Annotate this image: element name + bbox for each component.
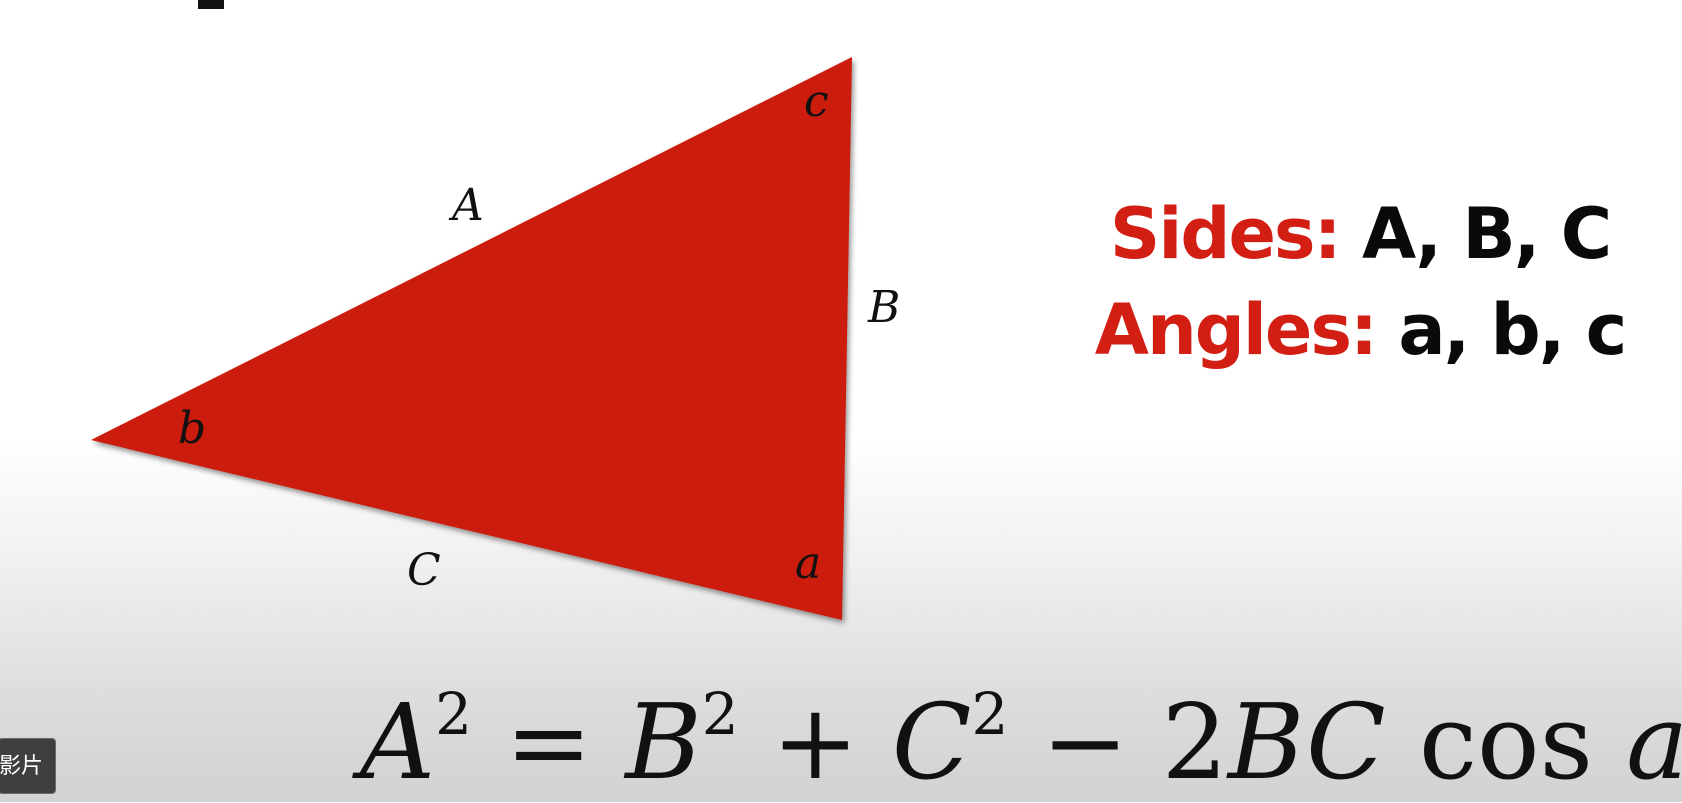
formula-c-var: C xyxy=(891,681,972,803)
legend-angles-row: Angles: a, b, c xyxy=(1080,282,1640,378)
formula-equals: = xyxy=(505,681,593,803)
legend-sides-value: A, B, C xyxy=(1361,193,1612,275)
formula-coef: 2 xyxy=(1161,681,1228,803)
legend: Sides: A, B, C Angles: a, b, c xyxy=(1080,186,1640,378)
legend-angles-key: Angles: xyxy=(1094,289,1378,371)
angle-label-a: a xyxy=(795,538,821,589)
formula-minus: − xyxy=(1041,681,1129,803)
formula-b-var: B xyxy=(625,681,702,803)
title-fragment xyxy=(198,0,224,9)
legend-sides-key: Sides: xyxy=(1109,193,1342,275)
angle-label-b: b xyxy=(178,403,206,454)
side-label-b: B xyxy=(867,282,900,333)
formula-plus: + xyxy=(771,681,859,803)
law-of-cosines-formula: A2 = B2 + C2 − 2BC cos a xyxy=(360,685,1682,802)
formula-c-exp: 2 xyxy=(971,680,1009,748)
formula-angle: a xyxy=(1626,681,1682,803)
legend-sides-row: Sides: A, B, C xyxy=(1080,186,1640,282)
legend-angles-value: a, b, c xyxy=(1398,289,1627,371)
video-overlay-button[interactable]: 影片 xyxy=(0,738,56,794)
formula-cos: cos xyxy=(1418,681,1594,803)
formula-lhs-exp: 2 xyxy=(435,680,473,748)
side-label-c: C xyxy=(407,545,441,596)
angle-label-c: c xyxy=(804,76,829,127)
formula-lhs-var: A xyxy=(360,681,436,803)
formula-bc: BC xyxy=(1227,681,1386,803)
side-label-a: A xyxy=(448,180,484,231)
formula-b-exp: 2 xyxy=(701,680,739,748)
triangle-shape xyxy=(91,57,852,620)
